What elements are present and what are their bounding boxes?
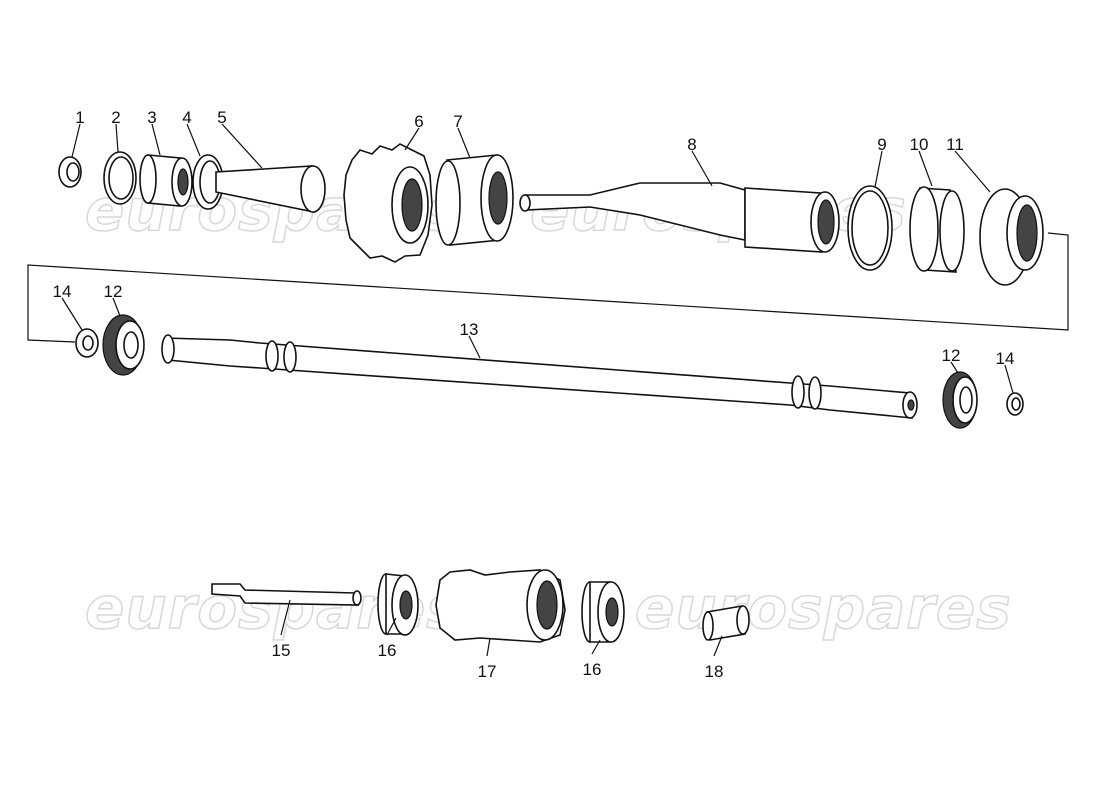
part-14-washer-left [75, 328, 99, 358]
callout-5: 5 [217, 108, 226, 127]
callout-12-left: 12 [104, 282, 123, 301]
callout-6: 6 [414, 112, 423, 131]
callout-17: 17 [478, 662, 497, 681]
part-12-seal-left [102, 314, 145, 376]
part-14-washer-right [1006, 392, 1024, 416]
part-3-bearing [139, 154, 193, 207]
callout-4: 4 [182, 108, 191, 127]
part-16-bearing-left [377, 573, 419, 636]
callout-7: 7 [453, 112, 462, 131]
part-18-needle-bearing [702, 605, 750, 641]
callout-12-right: 12 [942, 346, 961, 365]
part-11-flanged-bush [979, 188, 1044, 286]
part-13-main-shaft [161, 334, 918, 419]
callout-1: 1 [75, 108, 84, 127]
callout-8: 8 [687, 135, 696, 154]
part-8-shaft [519, 182, 840, 253]
callout-13: 13 [460, 320, 479, 339]
callout-10: 10 [910, 135, 929, 154]
callout-15: 15 [272, 641, 291, 660]
callout-2: 2 [111, 108, 120, 127]
part-15-pin [211, 583, 362, 606]
part-2-washer [103, 151, 137, 205]
part-4-ring [192, 154, 224, 210]
part-1-nut [58, 156, 82, 188]
callout-9: 9 [877, 135, 886, 154]
part-9-circlip [847, 185, 893, 271]
part-5-sleeve [215, 165, 326, 213]
callout-11: 11 [946, 135, 964, 154]
callout-14-right: 14 [996, 349, 1015, 368]
part-12-seal-right [942, 371, 978, 429]
svg-text:eurospares: eurospares [635, 574, 1012, 642]
callout-3: 3 [147, 108, 156, 127]
leader-lines [61, 123, 1014, 657]
callout-16-left: 16 [378, 641, 397, 660]
part-10-bearing-race [909, 186, 965, 273]
part-16-bearing-right [581, 581, 625, 643]
callout-16-right: 16 [583, 660, 602, 679]
callout-18: 18 [705, 662, 724, 681]
callout-14-left: 14 [53, 282, 72, 301]
part-6-gear [343, 143, 433, 263]
part-17-cluster-gear [435, 569, 566, 643]
part-7-roller-bearing [435, 154, 514, 246]
callout-labels: 1 2 3 4 5 6 7 8 9 10 11 14 12 13 12 14 1… [53, 108, 1015, 681]
assembly-bracket [27, 232, 1069, 343]
